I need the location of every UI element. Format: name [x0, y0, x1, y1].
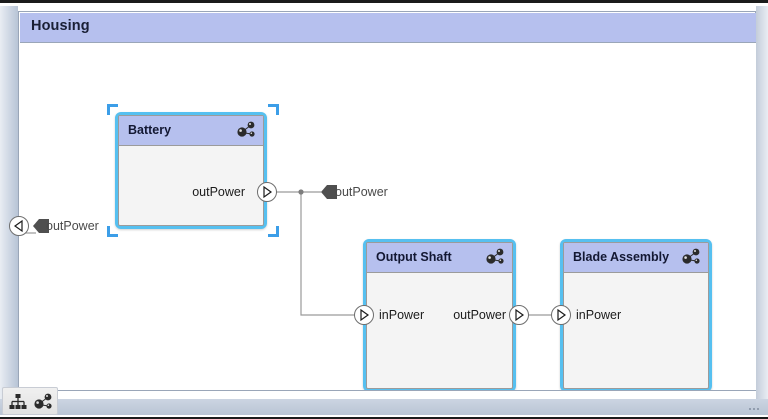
housing-container[interactable]: Housing [18, 11, 756, 391]
status-bar-tool-tray[interactable] [2, 387, 58, 415]
housing-outpower-label: outPower [46, 219, 99, 233]
output-shaft-inpower-port[interactable] [354, 305, 374, 325]
selection-handle-top-right[interactable] [268, 104, 279, 115]
spheres-composition-icon [680, 247, 702, 267]
selection-handle-bottom-left[interactable] [107, 226, 118, 237]
resize-grip[interactable] [748, 403, 762, 411]
housing-outpower-flag[interactable] [33, 218, 50, 234]
battery-outpower-port[interactable] [257, 182, 277, 202]
spheres-composition-icon[interactable] [32, 392, 54, 417]
block-output-shaft-body: Output Shaft [366, 242, 513, 389]
block-blade-assembly[interactable]: Blade Assembly [560, 239, 712, 390]
selection-handle-top-left[interactable] [107, 104, 118, 115]
selection-handle-bottom-right[interactable] [268, 226, 279, 237]
right-gutter [756, 6, 768, 399]
spheres-composition-icon [235, 120, 257, 140]
block-battery-title: Battery [128, 123, 172, 137]
battery-proxy-outpower-label: outPower [335, 185, 388, 199]
block-output-shaft-title: Output Shaft [376, 250, 452, 264]
output-shaft-outpower-port[interactable] [509, 305, 529, 325]
output-shaft-outpower-label: outPower [453, 308, 506, 322]
output-shaft-inpower-label: inPower [379, 308, 425, 322]
block-blade-assembly-body: Blade Assembly [563, 242, 709, 389]
housing-canvas[interactable]: Battery [20, 43, 756, 390]
status-bar [0, 399, 768, 415]
block-blade-assembly-title: Blade Assembly [573, 250, 670, 264]
hierarchy-tree-icon[interactable] [8, 392, 28, 417]
battery-proxy-outpower-flag[interactable] [321, 184, 338, 200]
battery-selection [107, 104, 279, 237]
block-battery-body: Battery [118, 115, 264, 226]
blade-assembly-inpower-port[interactable] [551, 305, 571, 325]
left-gutter [0, 6, 18, 399]
block-battery[interactable]: Battery [115, 112, 267, 229]
battery-outpower-label: outPower [192, 185, 245, 199]
block-output-shaft[interactable]: Output Shaft [363, 239, 516, 390]
housing-title: Housing [31, 18, 90, 34]
blade-assembly-inpower-label: inPower [576, 308, 622, 322]
spheres-composition-icon [484, 247, 506, 267]
housing-header [20, 13, 756, 43]
housing-outpower-port[interactable] [9, 216, 29, 236]
